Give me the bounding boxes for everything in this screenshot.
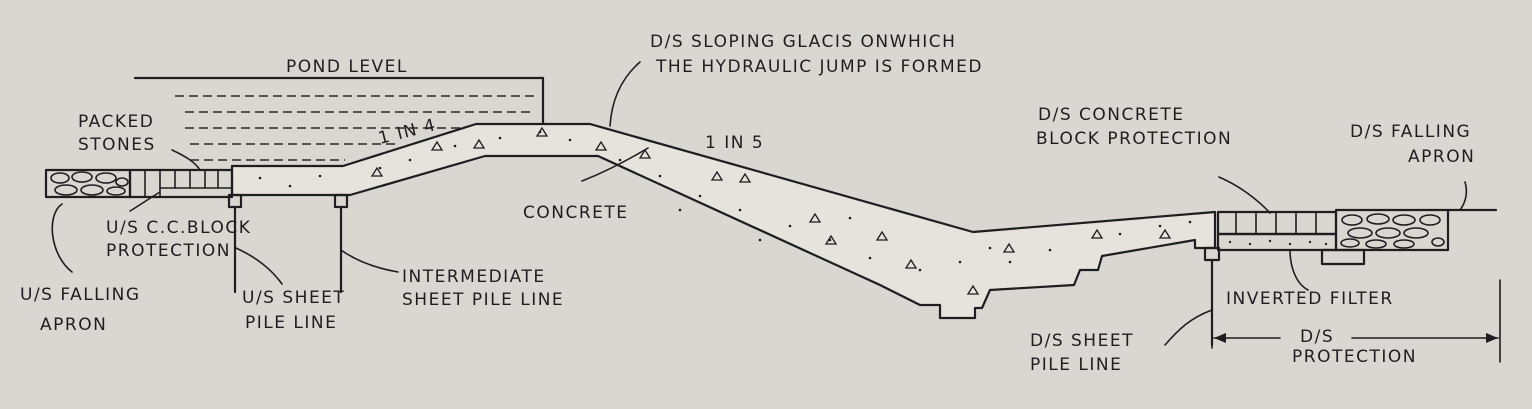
label-ds-protection-line2: PROTECTION — [1292, 347, 1417, 367]
ds-concrete-blocks — [1235, 211, 1317, 235]
label-us-sheet-pile-line2: PILE LINE — [245, 313, 337, 333]
concrete-floor-body — [230, 122, 1217, 320]
ds-falling-apron-stones — [1340, 213, 1445, 249]
inverted-filter-texture — [1228, 239, 1328, 246]
ds-protection-dimension — [1211, 279, 1501, 363]
label-ds-concrete-block-line2: BLOCK PROTECTION — [1036, 129, 1232, 149]
label-ds-protection-line1: D/S — [1300, 327, 1334, 347]
inverted-filter — [1216, 232, 1338, 252]
label-us-cc-block-line1: U/S C.C.BLOCK — [106, 218, 251, 238]
label-inverted-filter: INVERTED FILTER — [1226, 289, 1394, 309]
label-ds-glacis-line1: D/S SLOPING GLACIS ONWHICH — [650, 32, 956, 52]
label-us-falling-apron-line1: U/S FALLING — [20, 285, 141, 305]
ds-protection — [1216, 208, 1498, 266]
label-slope-ds: 1 IN 5 — [705, 133, 764, 153]
ds-falling-apron — [1334, 208, 1450, 252]
concrete-aggregate-texture — [258, 126, 1192, 295]
label-ds-glacis-line2: THE HYDRAULIC JUMP IS FORMED — [655, 57, 983, 77]
label-packed-stones-line1: PACKED — [78, 112, 154, 132]
label-ds-sheet-pile-line2: PILE LINE — [1030, 355, 1122, 375]
us-falling-apron-stones — [50, 171, 129, 196]
intermediate-sheet-pile-cap — [333, 193, 349, 209]
label-intermediate-pile-line1: INTERMEDIATE — [402, 267, 546, 287]
label-ds-falling-apron-line2: APRON — [1408, 147, 1475, 167]
label-us-cc-block-line2: PROTECTION — [106, 241, 231, 261]
us-protection — [44, 168, 234, 199]
us-cc-block-protection — [128, 168, 234, 199]
water-hatching — [175, 95, 535, 161]
leader-lines — [51, 61, 1468, 346]
label-us-sheet-pile-line1: U/S SHEET — [242, 288, 345, 308]
label-ds-falling-apron-line1: D/S FALLING — [1350, 122, 1471, 142]
label-concrete: CONCRETE — [523, 203, 629, 223]
ds-toe-key — [1320, 248, 1366, 266]
label-pond-level: POND LEVEL — [286, 57, 408, 77]
pond — [133, 76, 545, 161]
label-packed-stones-line2: STONES — [78, 135, 156, 155]
label-intermediate-pile-line2: SHEET PILE LINE — [402, 290, 564, 310]
label-ds-sheet-pile-line1: D/S SHEET — [1030, 331, 1134, 351]
label-ds-concrete-block-line1: D/S CONCRETE — [1038, 105, 1185, 125]
label-us-falling-apron-line2: APRON — [40, 315, 107, 335]
